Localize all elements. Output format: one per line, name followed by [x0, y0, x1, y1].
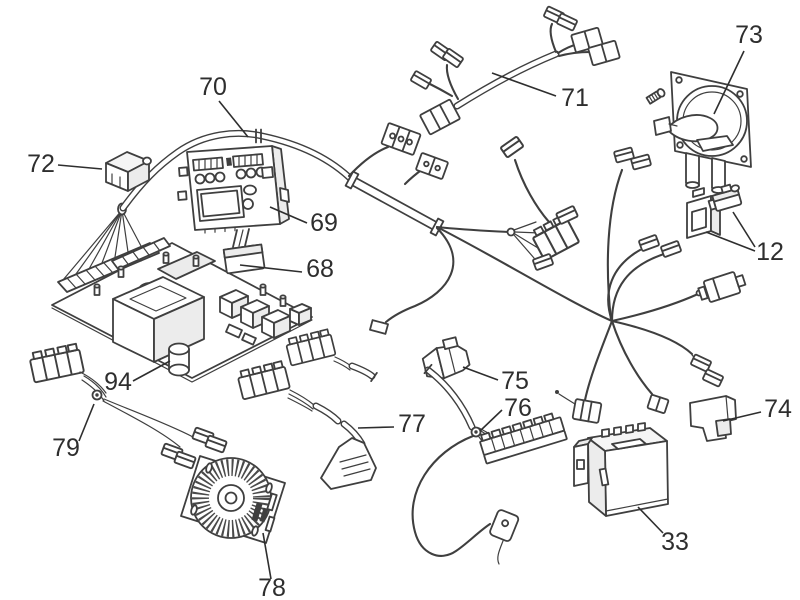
cable-76 [411, 363, 568, 565]
callout-94: 94 [104, 368, 132, 396]
callout-68: 68 [306, 255, 334, 283]
circuit-board-68 [51, 237, 313, 383]
callout-73: 73 [735, 21, 763, 49]
pressure-switch-73 [645, 71, 752, 194]
callout-74: 74 [764, 395, 792, 423]
harness-71 [409, 5, 621, 136]
display [196, 185, 245, 222]
callout-69: 69 [310, 209, 338, 237]
plug-connector [697, 271, 747, 303]
sensor-12 [707, 183, 743, 212]
callout-70: 70 [199, 73, 227, 101]
bracket-74 [689, 395, 737, 442]
capacitor-94 [168, 342, 190, 377]
callout-77: 77 [398, 410, 426, 438]
connector-72 [105, 151, 152, 192]
callout-75: 75 [501, 367, 529, 395]
harness-79 [27, 342, 228, 470]
transformer [112, 276, 205, 363]
wedge-base [320, 437, 377, 490]
terminal-strip [479, 412, 568, 465]
cable-77 [235, 327, 378, 490]
module-33 [573, 422, 669, 517]
callout-76: 76 [504, 394, 532, 422]
callout-78: 78 [258, 574, 286, 600]
main-harness-70 [62, 121, 747, 424]
relays [219, 289, 312, 339]
striped-connector [571, 398, 603, 424]
callout-labels: 70 71 72 73 69 68 12 94 75 76 74 79 77 7… [27, 21, 792, 600]
callout-71: 71 [561, 84, 589, 112]
callout-33: 33 [661, 528, 689, 556]
callout-79: 79 [52, 434, 80, 462]
control-panel-69 [177, 145, 290, 275]
callout-12: 12 [756, 238, 784, 266]
boot-connector [489, 509, 520, 542]
bracket-75 [421, 336, 471, 380]
callout-72: 72 [27, 150, 55, 178]
blower-78 [180, 455, 286, 544]
leader-lines [57, 50, 762, 580]
